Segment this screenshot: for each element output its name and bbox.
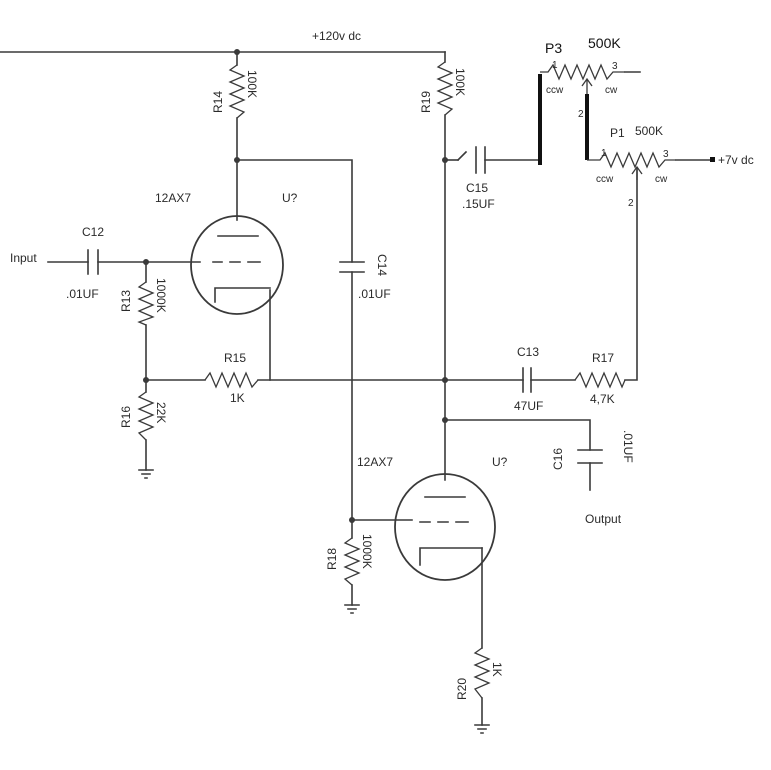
resistor-r14 xyxy=(228,64,246,119)
r17-value: 4,7K xyxy=(590,392,615,406)
resistor-r20 xyxy=(473,647,491,699)
p1-pin2: 2 xyxy=(628,198,634,209)
tube-u2-ref: U? xyxy=(492,455,508,469)
ground-symbol xyxy=(138,469,154,479)
r15-ref: R15 xyxy=(224,351,246,365)
junctions xyxy=(143,49,448,523)
capacitor-c13 xyxy=(522,367,532,393)
p3-ref: P3 xyxy=(545,40,562,56)
capacitor-c16 xyxy=(577,449,603,464)
p3-pin1: 1 xyxy=(552,60,558,71)
r13-value: 1000K xyxy=(154,278,168,313)
supply-hv-label: +120v dc xyxy=(312,29,361,43)
ground-symbol xyxy=(344,604,360,614)
p3-pin3: 3 xyxy=(612,61,618,72)
resistor-r16 xyxy=(137,391,155,441)
r15-value: 1K xyxy=(230,391,245,405)
r14-value: 100K xyxy=(245,70,259,98)
p1-ref: P1 xyxy=(610,126,625,140)
tube-u1 xyxy=(190,215,284,315)
capacitor-c12 xyxy=(87,249,99,275)
p3-value: 500K xyxy=(588,35,621,51)
input-label: Input xyxy=(10,251,37,265)
tube-u1-type: 12AX7 xyxy=(155,191,191,205)
p1-cw: cw xyxy=(655,174,668,185)
p3-cw: cw xyxy=(605,85,618,96)
r20-value: 1K xyxy=(490,662,504,677)
r16-ref: R16 xyxy=(119,406,133,428)
tube-u2 xyxy=(394,473,496,581)
supply-lv-label: +7v dc xyxy=(718,153,754,167)
resistor-r19 xyxy=(436,61,454,116)
c12-value: .01UF xyxy=(66,287,99,301)
p1-ccw: ccw xyxy=(596,174,614,185)
r18-value: 1000K xyxy=(360,534,374,569)
r19-value: 100K xyxy=(453,68,467,96)
resistor-r13 xyxy=(137,281,155,326)
p1-value: 500K xyxy=(635,124,663,138)
r13-ref: R13 xyxy=(119,290,133,312)
r16-value: 22K xyxy=(154,402,168,423)
r14-ref: R14 xyxy=(211,91,225,113)
ground-symbol xyxy=(474,724,490,734)
c15-ref: C15 xyxy=(466,181,488,195)
capacitor-c15 xyxy=(456,146,486,174)
output-label: Output xyxy=(585,512,622,526)
c15-value: .15UF xyxy=(462,197,495,211)
c16-ref: C16 xyxy=(551,448,565,470)
supply-terminal xyxy=(710,157,715,162)
r19-ref: R19 xyxy=(419,91,433,113)
p1-pin3: 3 xyxy=(663,149,669,160)
p3-pin2: 2 xyxy=(578,109,584,120)
potentiometer-p1 xyxy=(587,151,676,180)
r17-ref: R17 xyxy=(592,351,614,365)
resistor-r17 xyxy=(574,371,626,389)
wires xyxy=(0,51,713,726)
capacitor-c14 xyxy=(339,261,365,273)
resistor-r15 xyxy=(204,371,259,389)
tube-u1-ref: U? xyxy=(282,191,298,205)
tube-u2-type: 12AX7 xyxy=(357,455,393,469)
c14-value: .01UF xyxy=(358,287,391,301)
resistor-r18 xyxy=(343,537,361,586)
heavy-connection xyxy=(538,74,589,165)
p1-pin1: 1 xyxy=(601,148,607,159)
c14-ref: C14 xyxy=(375,254,389,276)
c13-value: 47UF xyxy=(514,399,543,413)
p3-ccw: ccw xyxy=(546,85,564,96)
r18-ref: R18 xyxy=(325,548,339,570)
c16-value: .01UF xyxy=(621,430,635,463)
c12-ref: C12 xyxy=(82,225,104,239)
r20-ref: R20 xyxy=(455,678,469,700)
c13-ref: C13 xyxy=(517,345,539,359)
potentiometer-p3 xyxy=(540,63,625,94)
